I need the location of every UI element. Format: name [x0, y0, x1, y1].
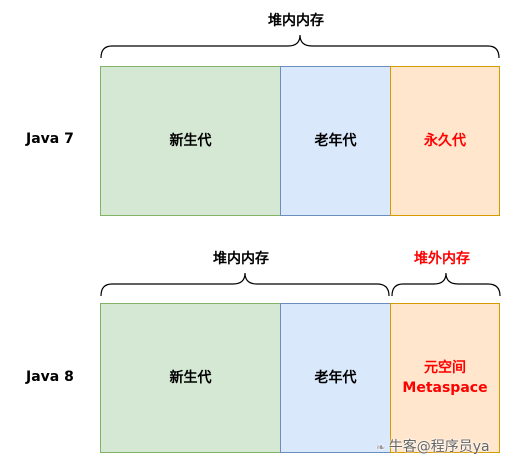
java7-young-gen-box: 新生代 — [100, 66, 281, 216]
java7-perm-gen-box: 永久代 — [390, 66, 500, 216]
java7-perm-gen-text: 永久代 — [424, 133, 466, 149]
java8-old-gen-box: 老年代 — [280, 303, 391, 453]
java7-version-label: Java 7 — [26, 131, 74, 147]
java7-old-gen-text: 老年代 — [314, 133, 357, 149]
java7-heap-label: 堆内内存 — [268, 13, 324, 29]
java8-offheap-label: 堆外内存 — [414, 251, 470, 267]
java8-young-gen-text: 新生代 — [169, 370, 212, 386]
java8-metaspace-box: 元空间 Metaspace — [390, 303, 500, 453]
java8-metaspace-cn-text: 元空间 — [424, 360, 466, 376]
watermark-logo-icon: ❧ — [376, 441, 389, 454]
watermark-text: 牛客@程序员ya — [388, 439, 490, 455]
java8-version-label: Java 8 — [26, 369, 74, 385]
java7-old-gen-box: 老年代 — [280, 66, 391, 216]
java8-heap-label: 堆内内存 — [213, 251, 269, 267]
java7-heap-brace — [100, 34, 500, 59]
java8-metaspace-en-text: Metaspace — [402, 380, 488, 396]
watermark: ❧ 牛客@程序员ya — [376, 436, 490, 456]
java8-offheap-brace — [391, 272, 501, 297]
java8-heap-brace — [100, 272, 390, 297]
java8-young-gen-box: 新生代 — [100, 303, 281, 453]
java8-old-gen-text: 老年代 — [314, 370, 357, 386]
java7-young-gen-text: 新生代 — [169, 133, 212, 149]
